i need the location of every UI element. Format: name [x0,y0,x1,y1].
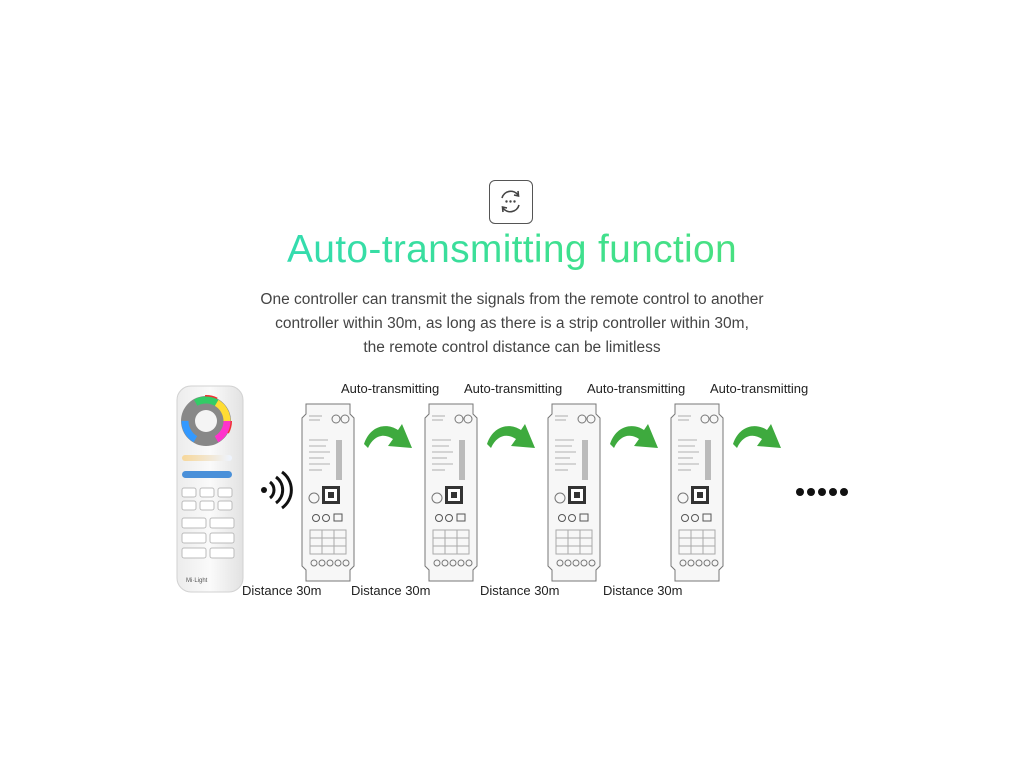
distance-label-2: Distance 30m [351,583,431,598]
auto-transmitting-label-3: Auto-transmitting [587,381,686,396]
green-curved-arrow-icon [731,418,783,454]
remote-control: Mi·Light [176,385,244,593]
ellipsis-icon [795,485,851,497]
page-title: Auto-transmitting function [0,228,1024,272]
description-line-3: the remote control distance can be limit… [363,339,661,356]
strip-controller [546,400,602,585]
distance-label-4: Distance 30m [603,583,683,598]
auto-transmitting-label-2: Auto-transmitting [464,381,563,396]
auto-transmitting-label-4: Auto-transmitting [710,381,809,396]
distance-label-1: Distance 30m [242,583,322,598]
distance-label-3: Distance 30m [480,583,560,598]
auto-transmitting-label-1: Auto-transmitting [341,381,440,396]
green-curved-arrow-icon [362,418,414,454]
description: One controller can transmit the signals … [0,288,1024,360]
description-line-2: controller within 30m, as long as there … [275,315,749,332]
remote-brand: Mi·Light [186,578,208,584]
description-line-1: One controller can transmit the signals … [260,291,764,308]
sync-chat-icon [489,180,533,224]
strip-controller [423,400,479,585]
strip-controller [669,400,725,585]
wireless-signal-icon [258,470,294,510]
strip-controller [300,400,356,585]
green-curved-arrow-icon [608,418,660,454]
green-curved-arrow-icon [485,418,537,454]
